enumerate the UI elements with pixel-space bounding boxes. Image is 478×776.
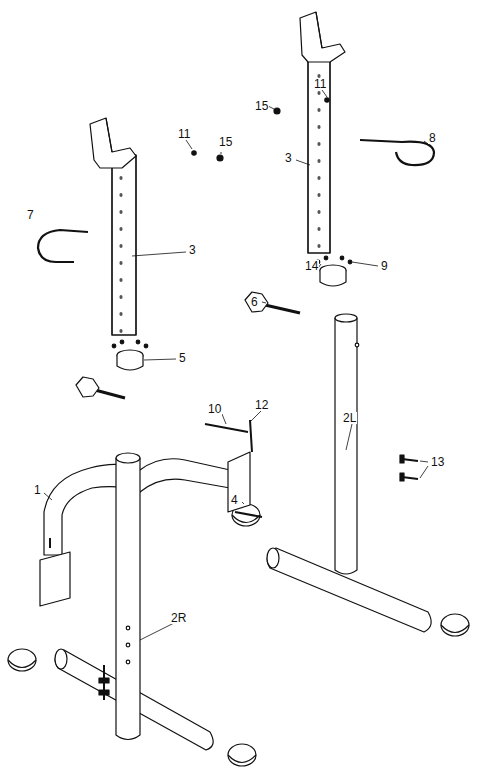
callout-number: 11 bbox=[313, 78, 327, 90]
callout-number: 10 bbox=[207, 403, 222, 415]
callout-number: 1 bbox=[33, 484, 42, 496]
callout-number: 14 bbox=[304, 260, 319, 272]
callout-number: 2R bbox=[170, 612, 187, 624]
callout-number: 13 bbox=[430, 456, 445, 468]
callout-number: 4 bbox=[230, 494, 239, 506]
callout-number: 11 bbox=[177, 128, 191, 140]
callout-number: 15 bbox=[254, 100, 269, 112]
callout-number: 7 bbox=[26, 209, 35, 221]
callout-number: 3 bbox=[284, 152, 293, 164]
callout-number: 8 bbox=[428, 132, 437, 144]
callout-number: 15 bbox=[218, 136, 233, 148]
callout-number: 2L bbox=[342, 412, 357, 424]
callout-number: 9 bbox=[380, 260, 389, 272]
callout-number: 6 bbox=[250, 296, 259, 308]
callout-number: 12 bbox=[254, 399, 269, 411]
callout-number: 3 bbox=[188, 244, 197, 256]
callout-number: 5 bbox=[178, 352, 187, 364]
